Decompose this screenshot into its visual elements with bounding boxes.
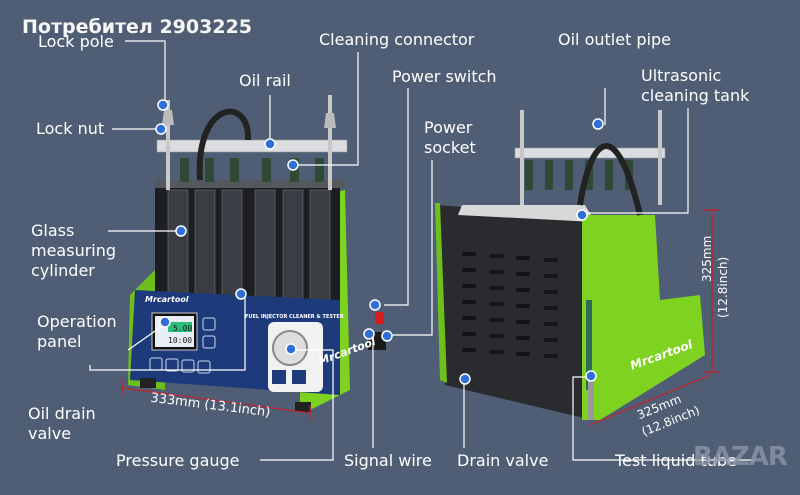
vent-slots [462,252,558,358]
label-operation-panel-line1: Operation [37,312,117,331]
green-side-panel-right [582,215,705,420]
label-ultrasonic-line1: Ultrasonic [641,66,722,85]
site-watermark: BAZAR [693,442,788,472]
label-power-switch: Power switch [392,67,497,86]
label-drain-valve: Drain valve [457,451,549,470]
side-machine [435,110,705,420]
hose [196,108,252,181]
dot-oil-drain [235,288,247,300]
dot-cleaning-connector [287,159,299,171]
label-lock-nut: Lock nut [36,119,105,138]
dot-oil-rail [264,138,276,150]
top-plate [155,180,345,188]
dot-lock-pole [157,99,169,111]
label-lock-pole: Lock pole [38,32,114,51]
label-power-socket-line1: Power [424,118,473,137]
dot-ultrasonic [576,209,588,221]
tank-housing [438,205,592,420]
label-oil-outlet-pipe: Oil outlet pipe [558,30,672,49]
tank-rim [458,205,595,222]
panel-display-value: 5.00 [173,324,192,333]
label-cleaning-connector: Cleaning connector [319,30,475,49]
front-machine [128,95,386,412]
dot-power-switch [369,299,381,311]
label-ultrasonic-line2: cleaning tank [641,86,750,105]
label-oil-rail: Oil rail [239,71,291,90]
dot-drain-valve [459,373,471,385]
brand-panel: Mrcartool [145,295,189,304]
dot-operation-panel [159,316,171,328]
dot-test-tube [585,370,597,382]
label-power-socket-line2: socket [424,138,476,157]
dot-signal-wire [363,328,375,340]
dimension-lines [121,209,720,426]
label-operation-panel-line2: panel [37,332,82,351]
user-watermark: Потребител 2903225 [22,16,253,38]
dimension-height-mm: 325mm [700,235,714,282]
leader-lines [89,40,755,461]
power-switch-rocker [375,312,384,324]
label-oil-drain-line1: Oil drain [28,404,96,423]
panel-title: FUEL INJECTOR CLEANER & TESTER [245,314,344,320]
dot-glass-cylinder [175,225,187,237]
label-glass-cylinder-line1: Glass [31,221,75,240]
panel-display-time: 10:00 [168,336,192,345]
label-pressure-gauge: Pressure gauge [116,451,240,470]
callout-dots [155,99,604,385]
dot-oil-outlet [592,118,604,130]
label-test-liquid-tube: Test liquid tube [615,451,737,470]
label-glass-cylinder-line3: cylinder [31,261,95,280]
dot-pressure-gauge [285,343,297,355]
label-signal-wire: Signal wire [344,451,432,470]
oil-rail-bar [156,139,348,153]
dimension-height-in: (12.8inch) [716,256,730,318]
dot-lock-nut [155,123,167,135]
label-oil-drain-line2: valve [28,424,72,443]
label-glass-cylinder-line2: measuring [31,241,117,260]
dot-power-socket [381,330,393,342]
